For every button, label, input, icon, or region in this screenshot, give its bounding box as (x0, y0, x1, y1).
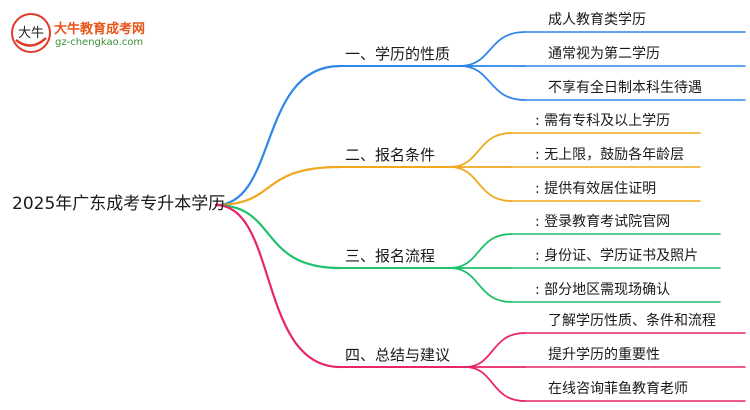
branch-4-label: 四、总结与建议 (345, 346, 451, 364)
leaf-3-1-connector (449, 233, 513, 269)
leaf-2-1-connector (449, 132, 513, 168)
leaf-4-3-connector (464, 366, 526, 402)
leaf-3-2: : 身份证、学历证书及照片 (535, 248, 699, 264)
leaf-1-3: 不享有全日制本科生待遇 (548, 80, 702, 96)
leaf-1-2: 通常视为第二学历 (548, 46, 660, 62)
leaf-4-3: 在线咨询菲鱼教育老师 (548, 381, 688, 397)
branch-1-connector (214, 64, 342, 207)
root-node-label: 2025年广东成考专升本学历 (12, 194, 226, 214)
leaf-3-3-connector (449, 267, 513, 303)
leaf-2-1: : 需有专科及以上学历 (535, 113, 671, 129)
leaf-3-1: : 登录教育考试院官网 (535, 214, 671, 230)
branch-3-label: 三、报名流程 (345, 247, 436, 265)
leaf-2-3: : 提供有效居住证明 (535, 181, 657, 197)
branch-1-label: 一、学历的性质 (345, 45, 451, 63)
logo-mark-text: 大牛 (18, 26, 44, 41)
branch-2-connector (214, 165, 342, 207)
leaf-2-2: : 无上限，鼓励各年龄层 (535, 147, 685, 163)
leaf-4-1-connector (464, 332, 526, 368)
leaf-1-1-connector (459, 31, 526, 67)
branch-3-connector (214, 203, 342, 270)
leaf-1-3-connector (459, 65, 526, 101)
leaf-4-1: 了解学历性质、条件和流程 (548, 313, 716, 329)
branch-2-label: 二、报名条件 (345, 146, 436, 164)
leaf-3-3: : 部分地区需现场确认 (535, 282, 671, 298)
logo-name: 大牛教育成考网 (54, 22, 146, 37)
logo-mark-icon: 大牛 (11, 13, 51, 53)
leaf-4-2: 提升学历的重要性 (548, 347, 660, 363)
leaf-2-3-connector (449, 166, 513, 202)
logo-url: gz-chengkao.com (55, 37, 144, 48)
leaf-1-1: 成人教育类学历 (548, 12, 646, 28)
branch-4-connector (214, 203, 342, 369)
site-logo: 大牛 大牛教育成考网 gz-chengkao.com (8, 12, 158, 54)
